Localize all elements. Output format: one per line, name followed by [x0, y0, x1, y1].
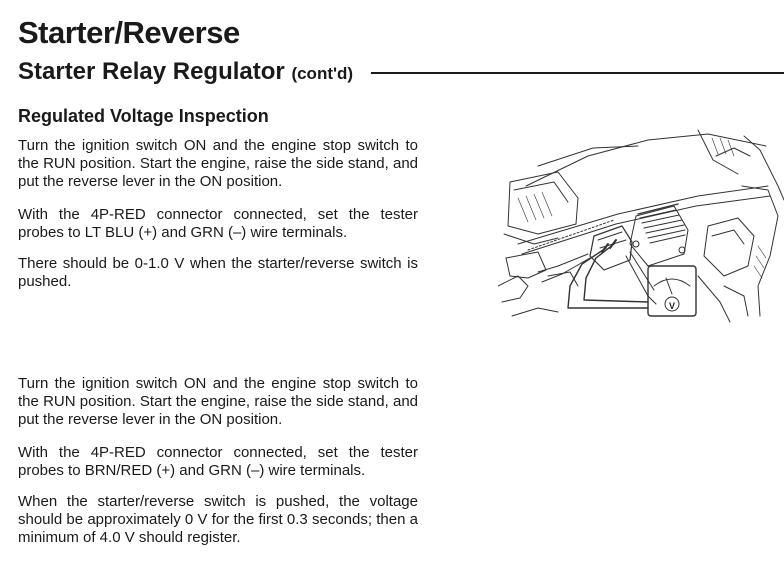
mount-bolt — [678, 246, 686, 254]
meter-symbol-label: V — [669, 301, 675, 311]
component-outline — [711, 229, 745, 245]
probe-lead — [567, 247, 649, 309]
component-outline — [741, 185, 779, 317]
regulator-body — [629, 205, 689, 267]
multimeter-needle — [665, 277, 673, 295]
probe-lead — [583, 243, 649, 303]
frame-rail — [521, 195, 771, 255]
illustration-drawing: V — [498, 129, 784, 323]
shade-hatching — [517, 191, 553, 223]
component-outline — [498, 275, 529, 303]
component-outline — [697, 275, 731, 323]
regulator-fins — [639, 209, 686, 244]
mount-bolt — [632, 240, 640, 248]
tester-illustration: V — [498, 126, 784, 324]
component-outline — [505, 251, 547, 279]
shade-hatching — [753, 245, 767, 279]
wire-harness — [537, 253, 591, 283]
section-header: Starter Relay Regulator (cont'd) — [18, 56, 784, 90]
procedure-heading: Regulated Voltage Inspection — [18, 106, 269, 126]
section-title: Starter Relay Regulator (cont'd) — [18, 56, 353, 90]
component-outline — [511, 307, 559, 317]
inspection-2-result: When the starter/reverse switch is pushe… — [18, 493, 418, 546]
frame-line — [525, 133, 767, 187]
inspection-1-step-1: Turn the ignition switch ON and the engi… — [18, 137, 418, 190]
section-title-text: Starter Relay Regulator — [18, 58, 285, 85]
multimeter-body — [647, 265, 697, 317]
header-rule — [371, 72, 784, 74]
frame-line — [715, 147, 751, 157]
component-outline — [703, 217, 755, 277]
regulator-fins — [637, 203, 679, 215]
frame-line — [697, 129, 739, 175]
body-block — [507, 171, 579, 235]
body-block — [513, 181, 569, 203]
page-title: Starter/Reverse — [18, 15, 240, 50]
multimeter-knob — [664, 296, 680, 312]
component-outline — [723, 285, 749, 317]
body-block — [503, 233, 559, 245]
probe-tip — [601, 239, 617, 253]
frame-line — [743, 135, 784, 201]
connector-4p — [589, 225, 633, 271]
frame-rail — [527, 219, 615, 251]
frame-rail — [517, 185, 769, 245]
section-title-suffix: (cont'd) — [291, 64, 354, 83]
multimeter-dial — [653, 278, 691, 287]
inspection-2-step-2: With the 4P-RED connector connected, set… — [18, 444, 418, 479]
inspection-1-step-2: With the 4P-RED connector connected, set… — [18, 206, 418, 241]
inspection-2-step-1: Turn the ignition switch ON and the engi… — [18, 375, 418, 428]
inspection-1-result: There should be 0-1.0 V when the starter… — [18, 255, 418, 290]
component-outline — [547, 271, 579, 287]
frame-line — [537, 145, 639, 167]
shade-hatching — [711, 137, 735, 157]
